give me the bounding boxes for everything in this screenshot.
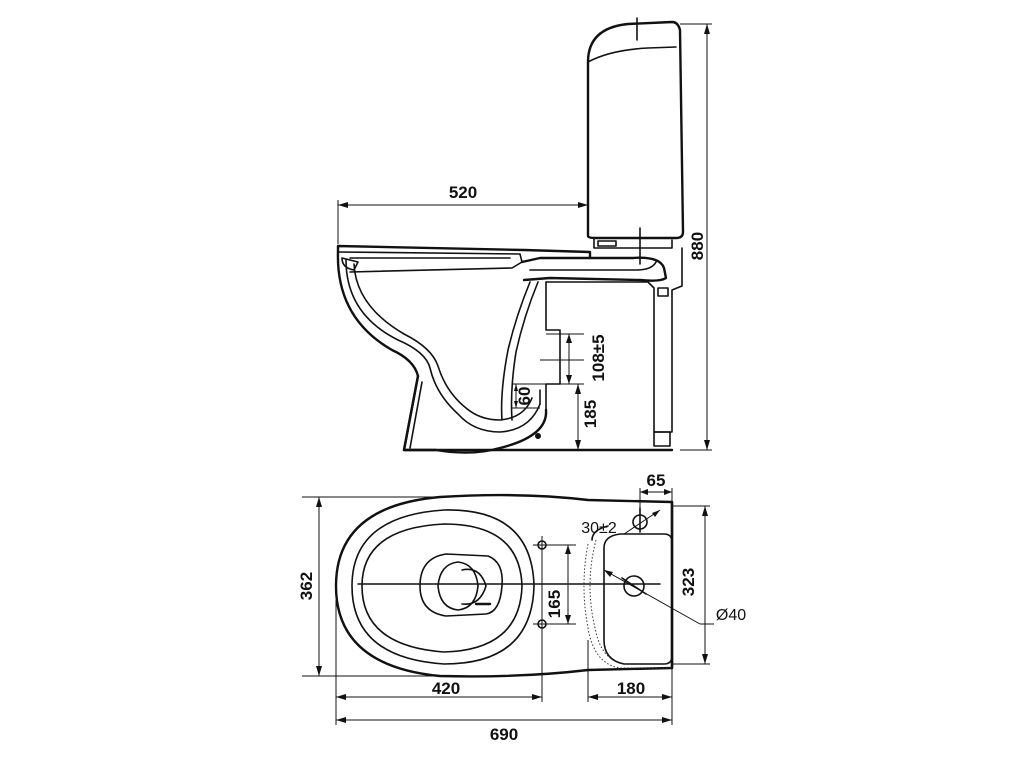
dim-tank-depth: 180 [587, 640, 673, 725]
top-view: 362 420 180 690 [297, 471, 746, 744]
dim-outlet-small-label: 60 [515, 387, 534, 406]
dim-outlet-height-label: 185 [581, 400, 600, 428]
dim-top-length: 690 [336, 717, 672, 744]
dim-top-width: 362 [297, 496, 440, 677]
inlet-hole [623, 507, 661, 535]
dim-height-total-label: 880 [688, 232, 707, 260]
dim-inlet-offset-label: 65 [647, 471, 666, 490]
tank-outline-top [603, 533, 673, 665]
cistern-tank [586, 17, 685, 265]
dim-to-fixing-label: 420 [432, 679, 460, 698]
dim-outlet-hole-label: Ø40 [716, 607, 746, 624]
dim-fixing-spacing: 165 [545, 544, 576, 625]
dim-outlet-small: 60 [512, 383, 546, 409]
dim-tank-width-label: 323 [679, 568, 698, 596]
fixing-holes [533, 536, 551, 634]
dim-to-fixing: 420 [335, 600, 543, 725]
dim-inlet-offset: 65 [639, 471, 673, 512]
dim-tank-depth-label: 180 [617, 679, 645, 698]
dim-height-total: 880 [680, 23, 712, 451]
dim-inlet-hole-label: 30±2 [581, 520, 617, 537]
dim-outlet-height: 185 [546, 383, 600, 450]
outlet-hole [603, 569, 714, 625]
dim-outlet-offset: 108±5 [540, 333, 608, 384]
bowl-profile [336, 244, 683, 454]
dim-tank-width: 323 [672, 505, 710, 665]
dim-width-top-label: 520 [449, 183, 477, 202]
dim-outlet-offset-label: 108±5 [589, 334, 608, 381]
side-view: 520 880 185 108±5 [336, 17, 712, 454]
dim-fixing-spacing-label: 165 [545, 590, 564, 618]
dim-top-width-label: 362 [297, 572, 316, 600]
dim-top-length-label: 690 [490, 725, 518, 744]
dim-width-top: 520 [337, 183, 589, 244]
